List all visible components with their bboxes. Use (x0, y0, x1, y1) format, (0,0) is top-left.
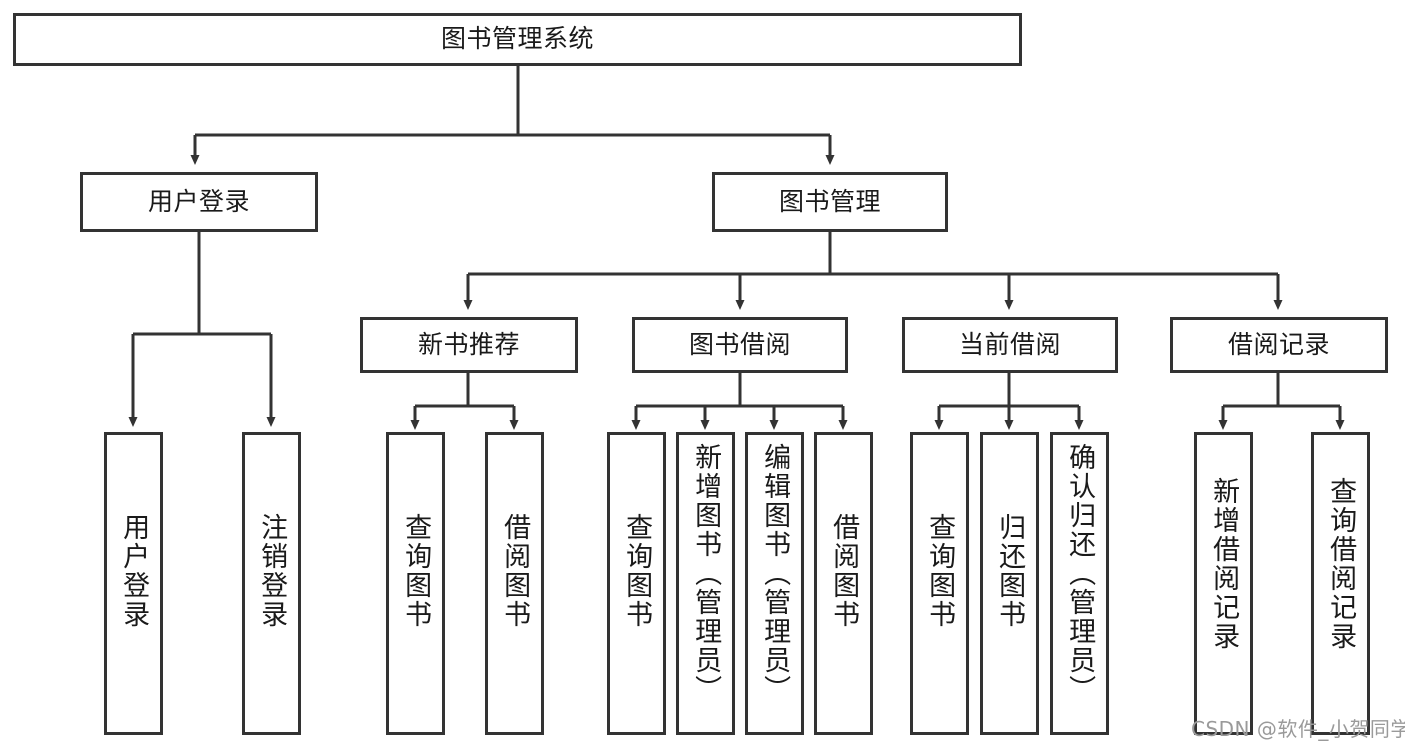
node-label: 图书管理系统 (440, 24, 594, 54)
node-label: 图书管理 (778, 186, 881, 216)
node-label: 查询图书 (400, 513, 432, 629)
node-label: 借阅记录 (1227, 329, 1330, 359)
node-book-borrow[interactable]: 图书借阅 (632, 317, 848, 373)
node-label: 图书借阅 (688, 329, 791, 359)
csdn-watermark: CSDN @软件_小贺同学 (1191, 717, 1405, 741)
leaf-add-book-admin[interactable]: 新增图书（管理员） (676, 432, 735, 735)
node-label: 确认归还（管理员） (1064, 443, 1096, 704)
leaf-add-borrow-record[interactable]: 新增借阅记录 (1194, 432, 1253, 735)
node-label: 借阅图书 (499, 513, 531, 629)
node-label: 用户登录 (118, 513, 150, 629)
leaf-user-login[interactable]: 用户登录 (104, 432, 163, 735)
leaf-logout[interactable]: 注销登录 (242, 432, 301, 735)
node-new-book-recommend[interactable]: 新书推荐 (360, 317, 578, 373)
node-label: 借阅图书 (828, 513, 860, 629)
node-label: 注销登录 (256, 513, 288, 629)
leaf-return-book[interactable]: 归还图书 (980, 432, 1039, 735)
node-user-login[interactable]: 用户登录 (80, 172, 318, 232)
leaf-query-book-new[interactable]: 查询图书 (386, 432, 445, 735)
node-label: 用户登录 (147, 186, 250, 216)
node-label: 新增借阅记录 (1208, 477, 1240, 651)
node-label: 新增图书（管理员） (690, 443, 722, 704)
node-label: 查询借阅记录 (1325, 477, 1357, 651)
node-label: 当前借阅 (958, 329, 1061, 359)
leaf-confirm-return-admin[interactable]: 确认归还（管理员） (1050, 432, 1109, 735)
node-label: 编辑图书（管理员） (759, 443, 791, 704)
leaf-edit-book-admin[interactable]: 编辑图书（管理员） (745, 432, 804, 735)
node-label: 新书推荐 (417, 329, 520, 359)
leaf-query-borrow-record[interactable]: 查询借阅记录 (1311, 432, 1370, 735)
node-label: 查询图书 (621, 513, 653, 629)
node-borrow-record[interactable]: 借阅记录 (1170, 317, 1388, 373)
leaf-query-book[interactable]: 查询图书 (607, 432, 666, 735)
leaf-borrow-book-new[interactable]: 借阅图书 (485, 432, 544, 735)
leaf-borrow-book[interactable]: 借阅图书 (814, 432, 873, 735)
node-label: 查询图书 (924, 513, 956, 629)
node-label: 归还图书 (994, 513, 1026, 629)
node-book-management[interactable]: 图书管理 (712, 172, 948, 232)
node-root-system[interactable]: 图书管理系统 (13, 13, 1022, 66)
node-current-borrow[interactable]: 当前借阅 (902, 317, 1118, 373)
leaf-query-book-current[interactable]: 查询图书 (910, 432, 969, 735)
